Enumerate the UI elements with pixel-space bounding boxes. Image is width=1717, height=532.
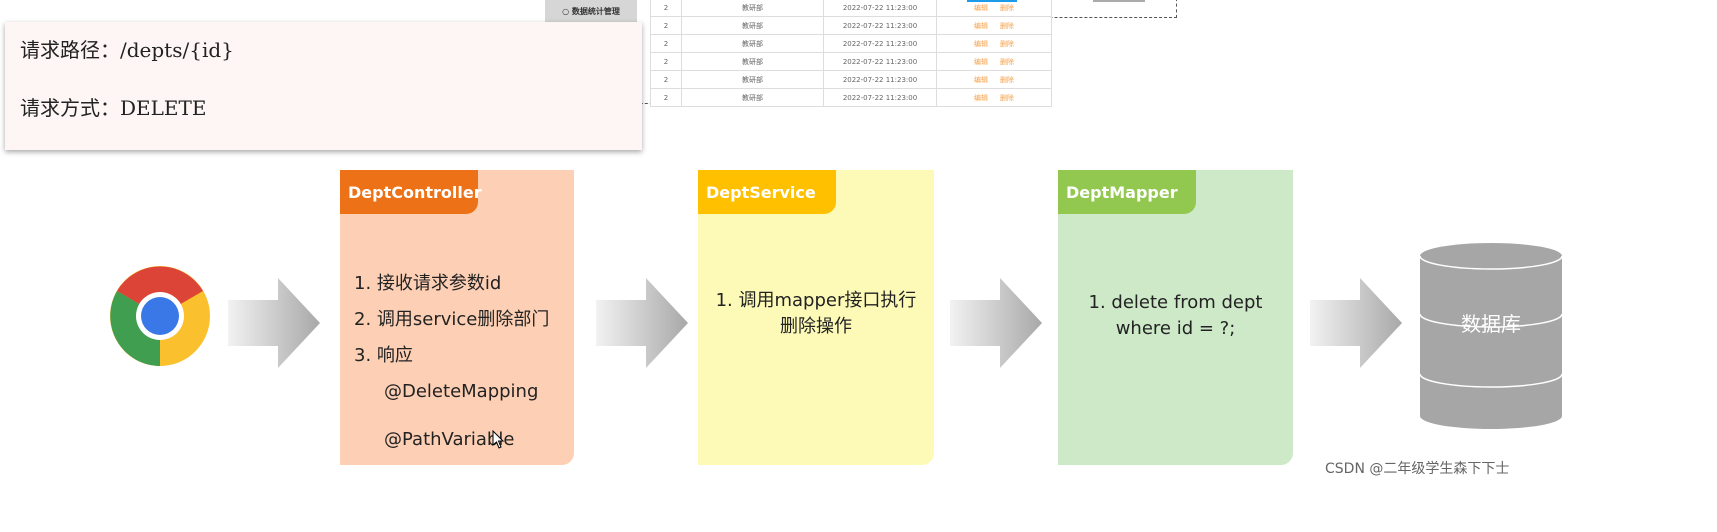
mapper-line-2: where id = ?; — [1115, 318, 1236, 339]
id-cell: 2 — [650, 52, 682, 71]
request-method: 请求方式：DELETE — [20, 96, 207, 120]
database-icon — [1419, 243, 1563, 429]
edit-link[interactable]: 编辑 — [974, 3, 988, 12]
arrow-right-icon — [596, 278, 688, 368]
watermark: CSDN @二年级学生森下下士 — [1325, 461, 1510, 477]
service-line-2: 删除操作 — [780, 316, 852, 337]
actions-cell: 编辑 删除 — [936, 34, 1052, 53]
time-cell: 2022-07-22 11:23:00 — [823, 88, 937, 107]
name-cell: 教研部 — [681, 16, 824, 35]
table-row: 2 教研部 2022-07-22 11:23:00 编辑 删除 — [650, 34, 1052, 53]
request-path: 请求路径：/depts/{id} — [20, 38, 234, 62]
edit-link[interactable]: 编辑 — [974, 39, 988, 48]
table-row: 2 教研部 2022-07-22 11:23:00 编辑 删除 — [650, 16, 1052, 35]
id-cell: 2 — [650, 88, 682, 107]
chrome-icon — [110, 266, 210, 366]
mapper-line-1: 1. delete from dept — [1088, 292, 1263, 313]
controller-title: DeptController — [340, 170, 482, 214]
database-label: 数据库 — [1461, 312, 1521, 336]
table-row: 2 教研部 2022-07-22 11:23:00 编辑 删除 — [650, 88, 1052, 107]
edit-link[interactable]: 编辑 — [974, 21, 988, 30]
step-1: 1. 接收请求参数id — [354, 273, 502, 294]
time-cell: 2022-07-22 11:23:00 — [823, 52, 937, 71]
mouse-cursor-icon — [492, 430, 505, 449]
time-cell: 2022-07-22 11:23:00 — [823, 34, 937, 53]
service-box: DeptService 1. 调用mapper接口执行 删除操作 — [698, 170, 934, 465]
delete-link[interactable]: 删除 — [1000, 21, 1014, 30]
delete-link[interactable]: 删除 — [1000, 39, 1014, 48]
actions-cell: 编辑 删除 — [936, 88, 1052, 107]
id-cell: 2 — [650, 16, 682, 35]
actions-cell: 编辑 删除 — [936, 70, 1052, 89]
edit-link[interactable]: 编辑 — [974, 75, 988, 84]
edit-link[interactable]: 编辑 — [974, 57, 988, 66]
secondary-button-edge — [1093, 0, 1145, 2]
request-info-card: 请求路径：/depts/{id} 请求方式：DELETE — [5, 22, 642, 150]
edit-link[interactable]: 编辑 — [974, 93, 988, 102]
name-cell: 教研部 — [681, 0, 824, 17]
actions-cell: 编辑 删除 — [936, 0, 1052, 17]
mapper-box: DeptMapper 1. delete from dept where id … — [1058, 170, 1293, 465]
arrow-right-icon — [1310, 278, 1402, 368]
time-cell: 2022-07-22 11:23:00 — [823, 0, 937, 17]
step-2: 2. 调用service删除部门 — [354, 309, 550, 330]
delete-link[interactable]: 删除 — [1000, 75, 1014, 84]
name-cell: 教研部 — [681, 34, 824, 53]
mapper-title: DeptMapper — [1058, 170, 1196, 214]
controller-box: DeptController 1. 接收请求参数id 2. 调用service删… — [340, 170, 574, 465]
time-cell: 2022-07-22 11:23:00 — [823, 70, 937, 89]
arrow-right-icon — [950, 278, 1042, 368]
step-3: 3. 响应 — [354, 345, 413, 366]
actions-cell: 编辑 删除 — [936, 16, 1052, 35]
table-row: 2 教研部 2022-07-22 11:23:00 编辑 删除 — [650, 0, 1052, 17]
delete-link[interactable]: 删除 — [1000, 3, 1014, 12]
actions-cell: 编辑 删除 — [936, 52, 1052, 71]
time-cell: 2022-07-22 11:23:00 — [823, 16, 937, 35]
name-cell: 教研部 — [681, 52, 824, 71]
controller-steps: 1. 接收请求参数id 2. 调用service删除部门 3. 响应 — [354, 266, 549, 374]
name-cell: 教研部 — [681, 88, 824, 107]
name-cell: 教研部 — [681, 70, 824, 89]
primary-button-edge — [967, 0, 1017, 2]
sidebar-item-statistics: ○ 数据统计管理 — [545, 0, 637, 22]
annotation-path-variable: @PathVariable — [384, 429, 515, 450]
id-cell: 2 — [650, 70, 682, 89]
delete-link[interactable]: 删除 — [1000, 57, 1014, 66]
service-title: DeptService — [698, 170, 836, 214]
table-row: 2 教研部 2022-07-22 11:23:00 编辑 删除 — [650, 52, 1052, 71]
delete-link[interactable]: 删除 — [1000, 93, 1014, 102]
table-row: 2 教研部 2022-07-22 11:23:00 编辑 删除 — [650, 70, 1052, 89]
annotation-delete-mapping: @DeleteMapping — [384, 381, 539, 402]
id-cell: 2 — [650, 0, 682, 17]
id-cell: 2 — [650, 34, 682, 53]
arrow-right-icon — [228, 278, 320, 368]
service-line-1: 1. 调用mapper接口执行 — [715, 290, 917, 311]
